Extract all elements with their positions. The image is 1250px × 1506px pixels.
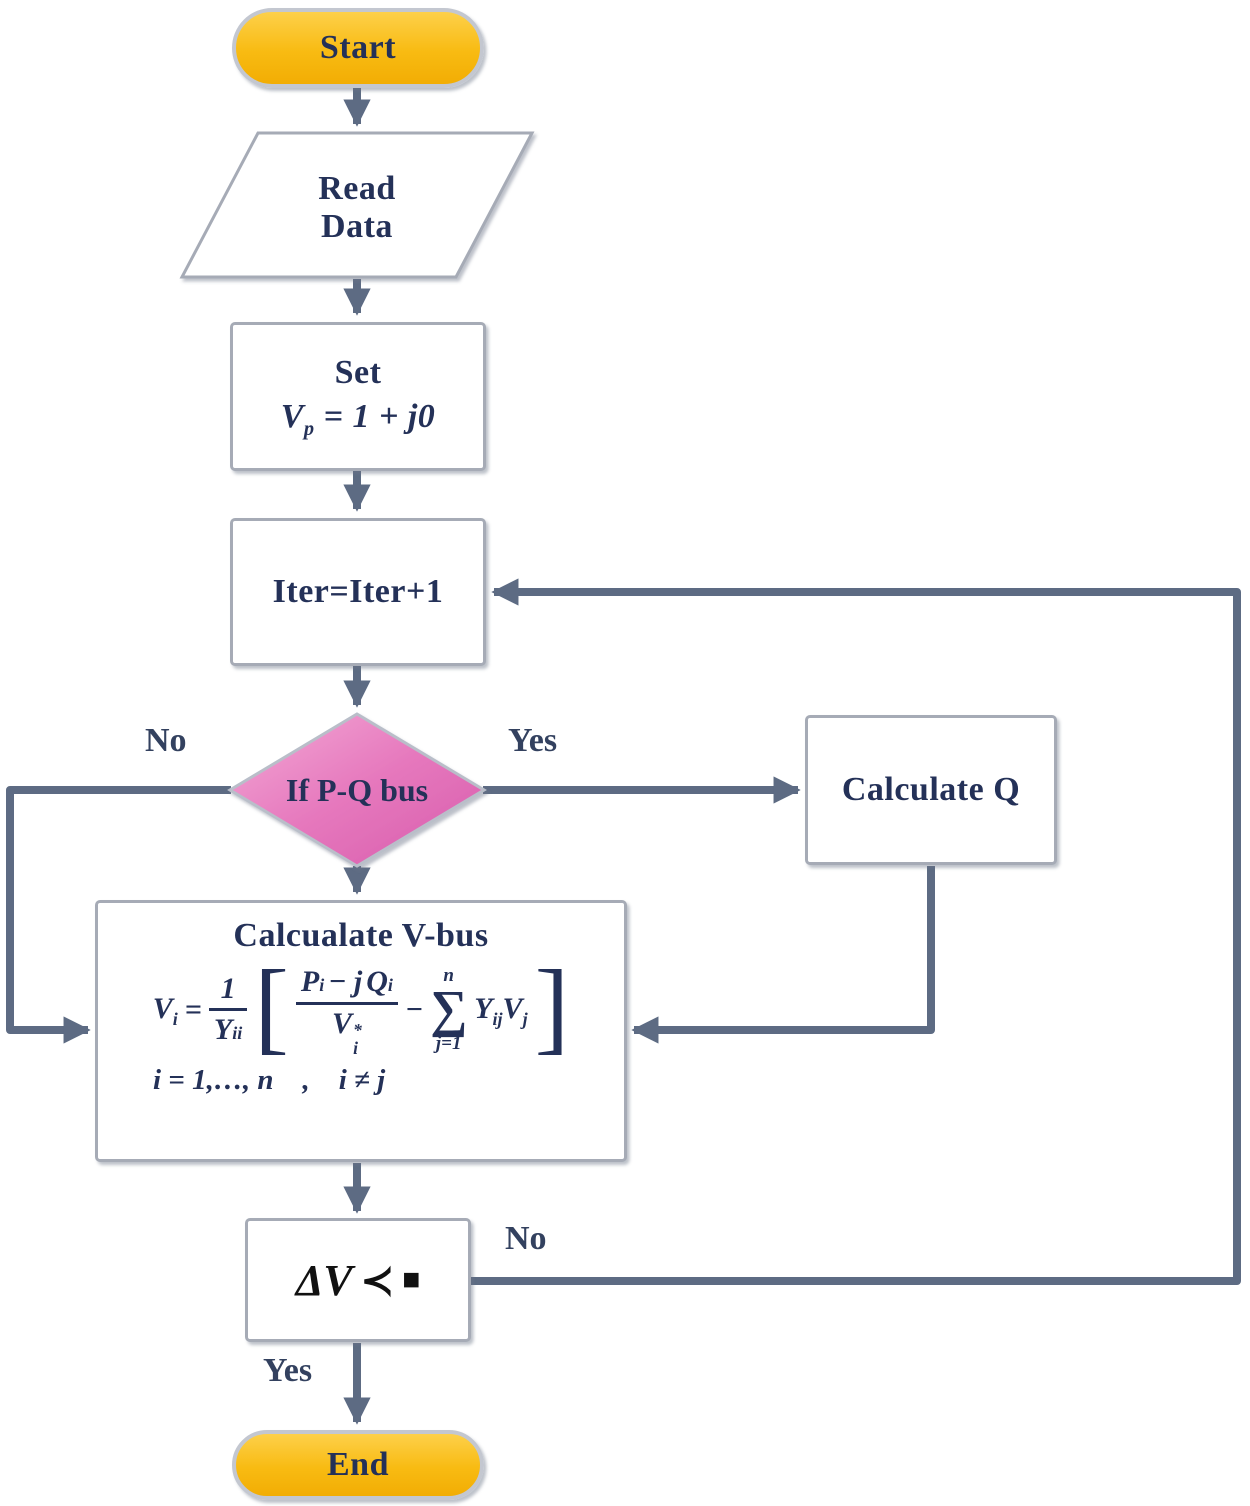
calculate-q-node: Calculate Q (805, 715, 1057, 865)
set-var-sub: p (303, 417, 315, 440)
vbus-terms: YijVj (474, 991, 528, 1029)
epsilon-square-symbol: ■ (402, 1263, 421, 1296)
edge-label-pq-yes: Yes (508, 722, 558, 759)
set-title: Set (334, 353, 382, 391)
start-node: Start (232, 8, 484, 88)
vbus-lhs: Vi (152, 991, 178, 1029)
vbus-condition: i = 1,…, n , i ≠ j (153, 1064, 386, 1097)
set-voltage-node: Set Vp = 1 + j0 (230, 322, 486, 471)
read-data-node: Read Data (232, 158, 482, 258)
decision-pq-node: If P-Q bus (232, 766, 482, 814)
end-node: End (232, 1430, 484, 1500)
vbus-equals: = (184, 992, 202, 1026)
edge-delta-no-iter (471, 578, 1241, 1285)
close-bracket: ] (534, 948, 570, 1064)
set-formula: Vp = 1 + j0 (281, 398, 436, 439)
start-label: Start (319, 29, 397, 66)
iteration-counter-node: Iter=Iter+1 (230, 518, 486, 666)
read-data-line2: Data (321, 208, 393, 245)
open-bracket: [ (254, 948, 289, 1064)
decision-diamond (227, 712, 487, 868)
set-var: V (280, 397, 304, 435)
edge-label-pq-no: No (145, 722, 187, 759)
vbus-minus: − (404, 992, 424, 1026)
read-data-parallelogram (179, 131, 535, 279)
edge-label-delta-no: No (505, 1220, 547, 1257)
edge-decision-no-vbus (6, 786, 231, 1044)
set-expr: = 1 + j0 (323, 397, 436, 435)
decision-pq-label: If P-Q bus (285, 771, 429, 808)
delta-v-check-node: ΔV ≺ ■ (245, 1218, 471, 1342)
summation: n ∑ j=1 (430, 964, 468, 1055)
edge-calcq-vbus (631, 866, 935, 1044)
edge-label-delta-yes: Yes (263, 1352, 313, 1389)
calculate-q-label: Calculate Q (841, 771, 1021, 808)
precedes-symbol: ≺ (360, 1257, 395, 1303)
iter-label: Iter=Iter+1 (272, 573, 444, 610)
read-data-line1: Read (318, 170, 396, 207)
delta-v-symbol: ΔV (295, 1255, 353, 1305)
end-label: End (327, 1446, 389, 1483)
delta-v-label: ΔV ≺ ■ (296, 1255, 421, 1306)
vbus-title: Calcualate V-bus (233, 917, 489, 954)
